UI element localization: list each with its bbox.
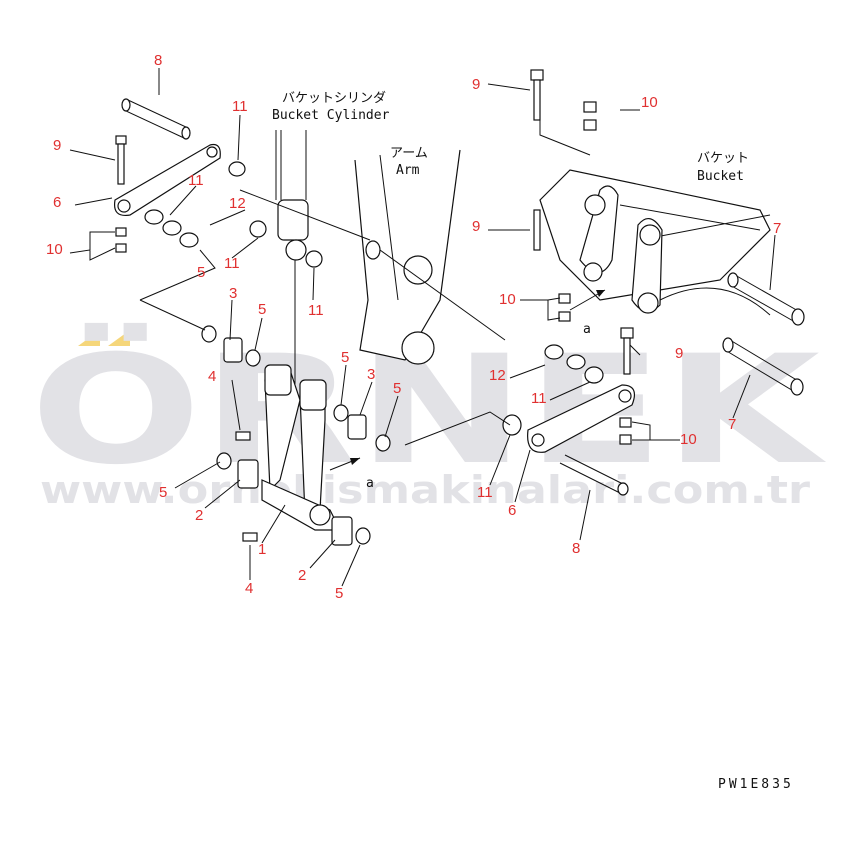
callout: 11	[308, 302, 324, 319]
h-link	[261, 364, 341, 531]
bucket-label-jp: バケット	[697, 151, 749, 166]
shims-right	[502, 344, 604, 436]
drawing	[69, 68, 805, 587]
bucket-cylinder	[275, 130, 309, 400]
callout: 11	[477, 484, 493, 501]
callout: 5	[197, 264, 205, 281]
pin-8-right	[559, 454, 629, 496]
bolts-right	[530, 69, 634, 375]
view-a-label: a	[366, 476, 374, 491]
callout: 10	[499, 291, 516, 308]
callout: 6	[508, 502, 516, 519]
bucket-cylinder-label-jp: バケットシリンダ	[282, 91, 386, 106]
callout: 5	[258, 301, 266, 318]
callout: 8	[572, 540, 580, 557]
callout: 11	[531, 390, 547, 407]
direction-arrows	[329, 289, 606, 471]
callout: 2	[298, 567, 306, 584]
callout: 1	[258, 541, 266, 558]
callout: 3	[367, 366, 375, 383]
arm-label-jp: アーム	[390, 146, 428, 161]
leader-lines	[69, 68, 776, 587]
view-a-label: a	[583, 322, 591, 337]
callout: 10	[641, 94, 658, 111]
pin-8-left	[121, 98, 191, 140]
callout: 2	[195, 507, 203, 524]
bucket	[539, 169, 771, 316]
nuts-10-left	[115, 227, 127, 253]
callout: 3	[229, 285, 237, 302]
link-6-left	[113, 143, 221, 217]
arm-label: Arm	[396, 163, 420, 178]
callout: 8	[154, 52, 162, 69]
callout: 12	[229, 195, 246, 212]
pin-7-upper	[727, 272, 805, 326]
callout: 11	[224, 255, 240, 272]
callout: 7	[773, 220, 781, 237]
grease-fittings	[235, 431, 258, 542]
callout: 10	[680, 431, 697, 448]
bolt-9-left	[115, 135, 127, 185]
callouts: 8 9 11 11 6 12 10 11 5 3 5 11 4 5 3 5 5 …	[46, 52, 781, 602]
callout: 11	[188, 172, 204, 189]
callout: 5	[393, 380, 401, 397]
callout: 4	[208, 368, 216, 385]
callout: 12	[489, 367, 506, 384]
shims-left	[144, 161, 323, 268]
callout: 10	[46, 241, 63, 258]
callout: 5	[335, 585, 343, 602]
arm	[354, 149, 461, 365]
callout: 5	[341, 349, 349, 366]
drawing-code: PW1E835	[718, 777, 794, 792]
callout: 5	[159, 484, 167, 501]
bucket-label: Bucket	[697, 169, 744, 184]
link-6-right	[527, 384, 635, 453]
callout: 11	[232, 98, 248, 115]
callout: 9	[675, 345, 683, 362]
bucket-cylinder-label: Bucket Cylinder	[272, 108, 390, 123]
watermark-accent	[78, 330, 100, 346]
callout: 9	[472, 76, 480, 93]
callout: 4	[245, 580, 253, 597]
callout: 9	[53, 137, 61, 154]
callout: 6	[53, 194, 61, 211]
nuts-right	[558, 101, 632, 445]
bushings	[201, 325, 391, 546]
pin-7-lower	[722, 337, 804, 396]
watermark-url: www.ornekismakinalari.com.tr	[40, 468, 810, 512]
callout: 9	[472, 218, 480, 235]
callout: 7	[728, 416, 736, 433]
watermark-accent	[108, 330, 130, 346]
